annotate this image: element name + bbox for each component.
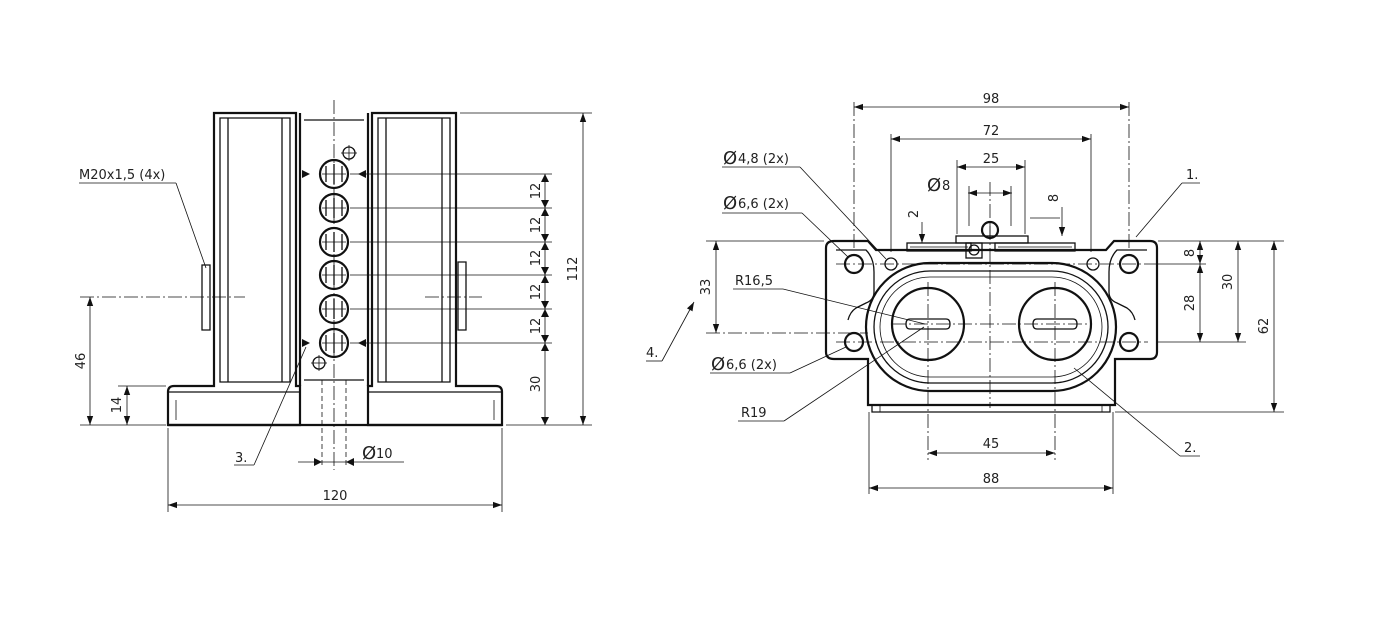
callout-thread: M20x1,5 (4x) xyxy=(79,168,165,183)
callout-item-4: 4. xyxy=(646,346,658,361)
dim-pitch-3: 12 xyxy=(529,250,544,267)
contact-5 xyxy=(318,293,350,325)
dim-8: 8 xyxy=(1183,249,1198,257)
stadium-inner xyxy=(873,270,1109,384)
dim-pitch-1: 12 xyxy=(529,183,544,200)
dia-symbol-hole-a: Ø xyxy=(723,148,737,169)
dim-45: 45 xyxy=(983,437,1000,452)
dim-overall-width: 98 xyxy=(983,92,1000,107)
contact-6 xyxy=(318,327,350,359)
dim-pitch-4: 12 xyxy=(529,284,544,301)
contact-2 xyxy=(318,192,350,224)
dim-30: 30 xyxy=(1221,274,1236,291)
dia-symbol-hole-b: Ø xyxy=(723,193,737,214)
base-plate xyxy=(166,111,302,427)
dim-28: 28 xyxy=(1183,295,1198,312)
dim-small-2: 2 xyxy=(907,210,922,218)
dim-88: 88 xyxy=(983,472,1000,487)
dim-axis-height: 46 xyxy=(74,353,89,370)
hole-top-right xyxy=(1118,253,1140,275)
dim-pitch-5: 12 xyxy=(529,318,544,335)
callout-item-3: 3. xyxy=(235,451,247,466)
dim-base-height: 14 xyxy=(110,397,125,414)
callout-hole-b: 6,6 (2x) xyxy=(738,197,789,212)
contact-1 xyxy=(318,158,350,190)
callout-item-2: 2. xyxy=(1184,441,1196,456)
dim-pin: 8 xyxy=(942,179,950,194)
dim-33: 33 xyxy=(699,279,714,296)
right-view: 98 72 25 Ø 8 2 8 33 8 28 30 62 xyxy=(646,92,1284,494)
dim-center-width: 25 xyxy=(983,152,1000,167)
dim-62: 62 xyxy=(1257,318,1272,335)
dim-pitch-2: 12 xyxy=(529,217,544,234)
dim-base-to-first: 30 xyxy=(529,376,544,393)
callout-radius-large: R19 xyxy=(741,406,767,421)
dia-symbol-shaft: Ø xyxy=(362,443,376,464)
housing-outline xyxy=(824,239,1159,407)
dim-hole-spacing: 72 xyxy=(983,124,1000,139)
callout-radius-small: R16,5 xyxy=(735,274,773,289)
callout-item-1: 1. xyxy=(1186,168,1198,183)
dim-small-8: 8 xyxy=(1047,194,1062,202)
dim-width: 120 xyxy=(323,489,348,504)
contact-4 xyxy=(318,259,350,291)
right-gland xyxy=(457,261,467,331)
left-gland xyxy=(201,264,211,331)
contact-3 xyxy=(318,226,350,258)
dia-symbol-pin: Ø xyxy=(927,175,941,196)
right-housing xyxy=(377,117,451,383)
pitch-extension-lines xyxy=(350,112,592,426)
dia-symbol-hole-c: Ø xyxy=(711,354,725,375)
callout-hole-a: 4,8 (2x) xyxy=(738,152,789,167)
contact-stack xyxy=(318,158,350,359)
hole-bottom-right xyxy=(1118,331,1140,353)
stadium-outer xyxy=(864,261,1118,393)
dim-shaft: 10 xyxy=(376,447,393,462)
left-view: 12 12 12 12 12 30 112 120 46 14 Ø 10 M20… xyxy=(74,100,592,512)
left-housing xyxy=(219,117,291,383)
dim-height: 112 xyxy=(566,257,581,282)
callout-hole-c: 6,6 (2x) xyxy=(726,358,777,373)
